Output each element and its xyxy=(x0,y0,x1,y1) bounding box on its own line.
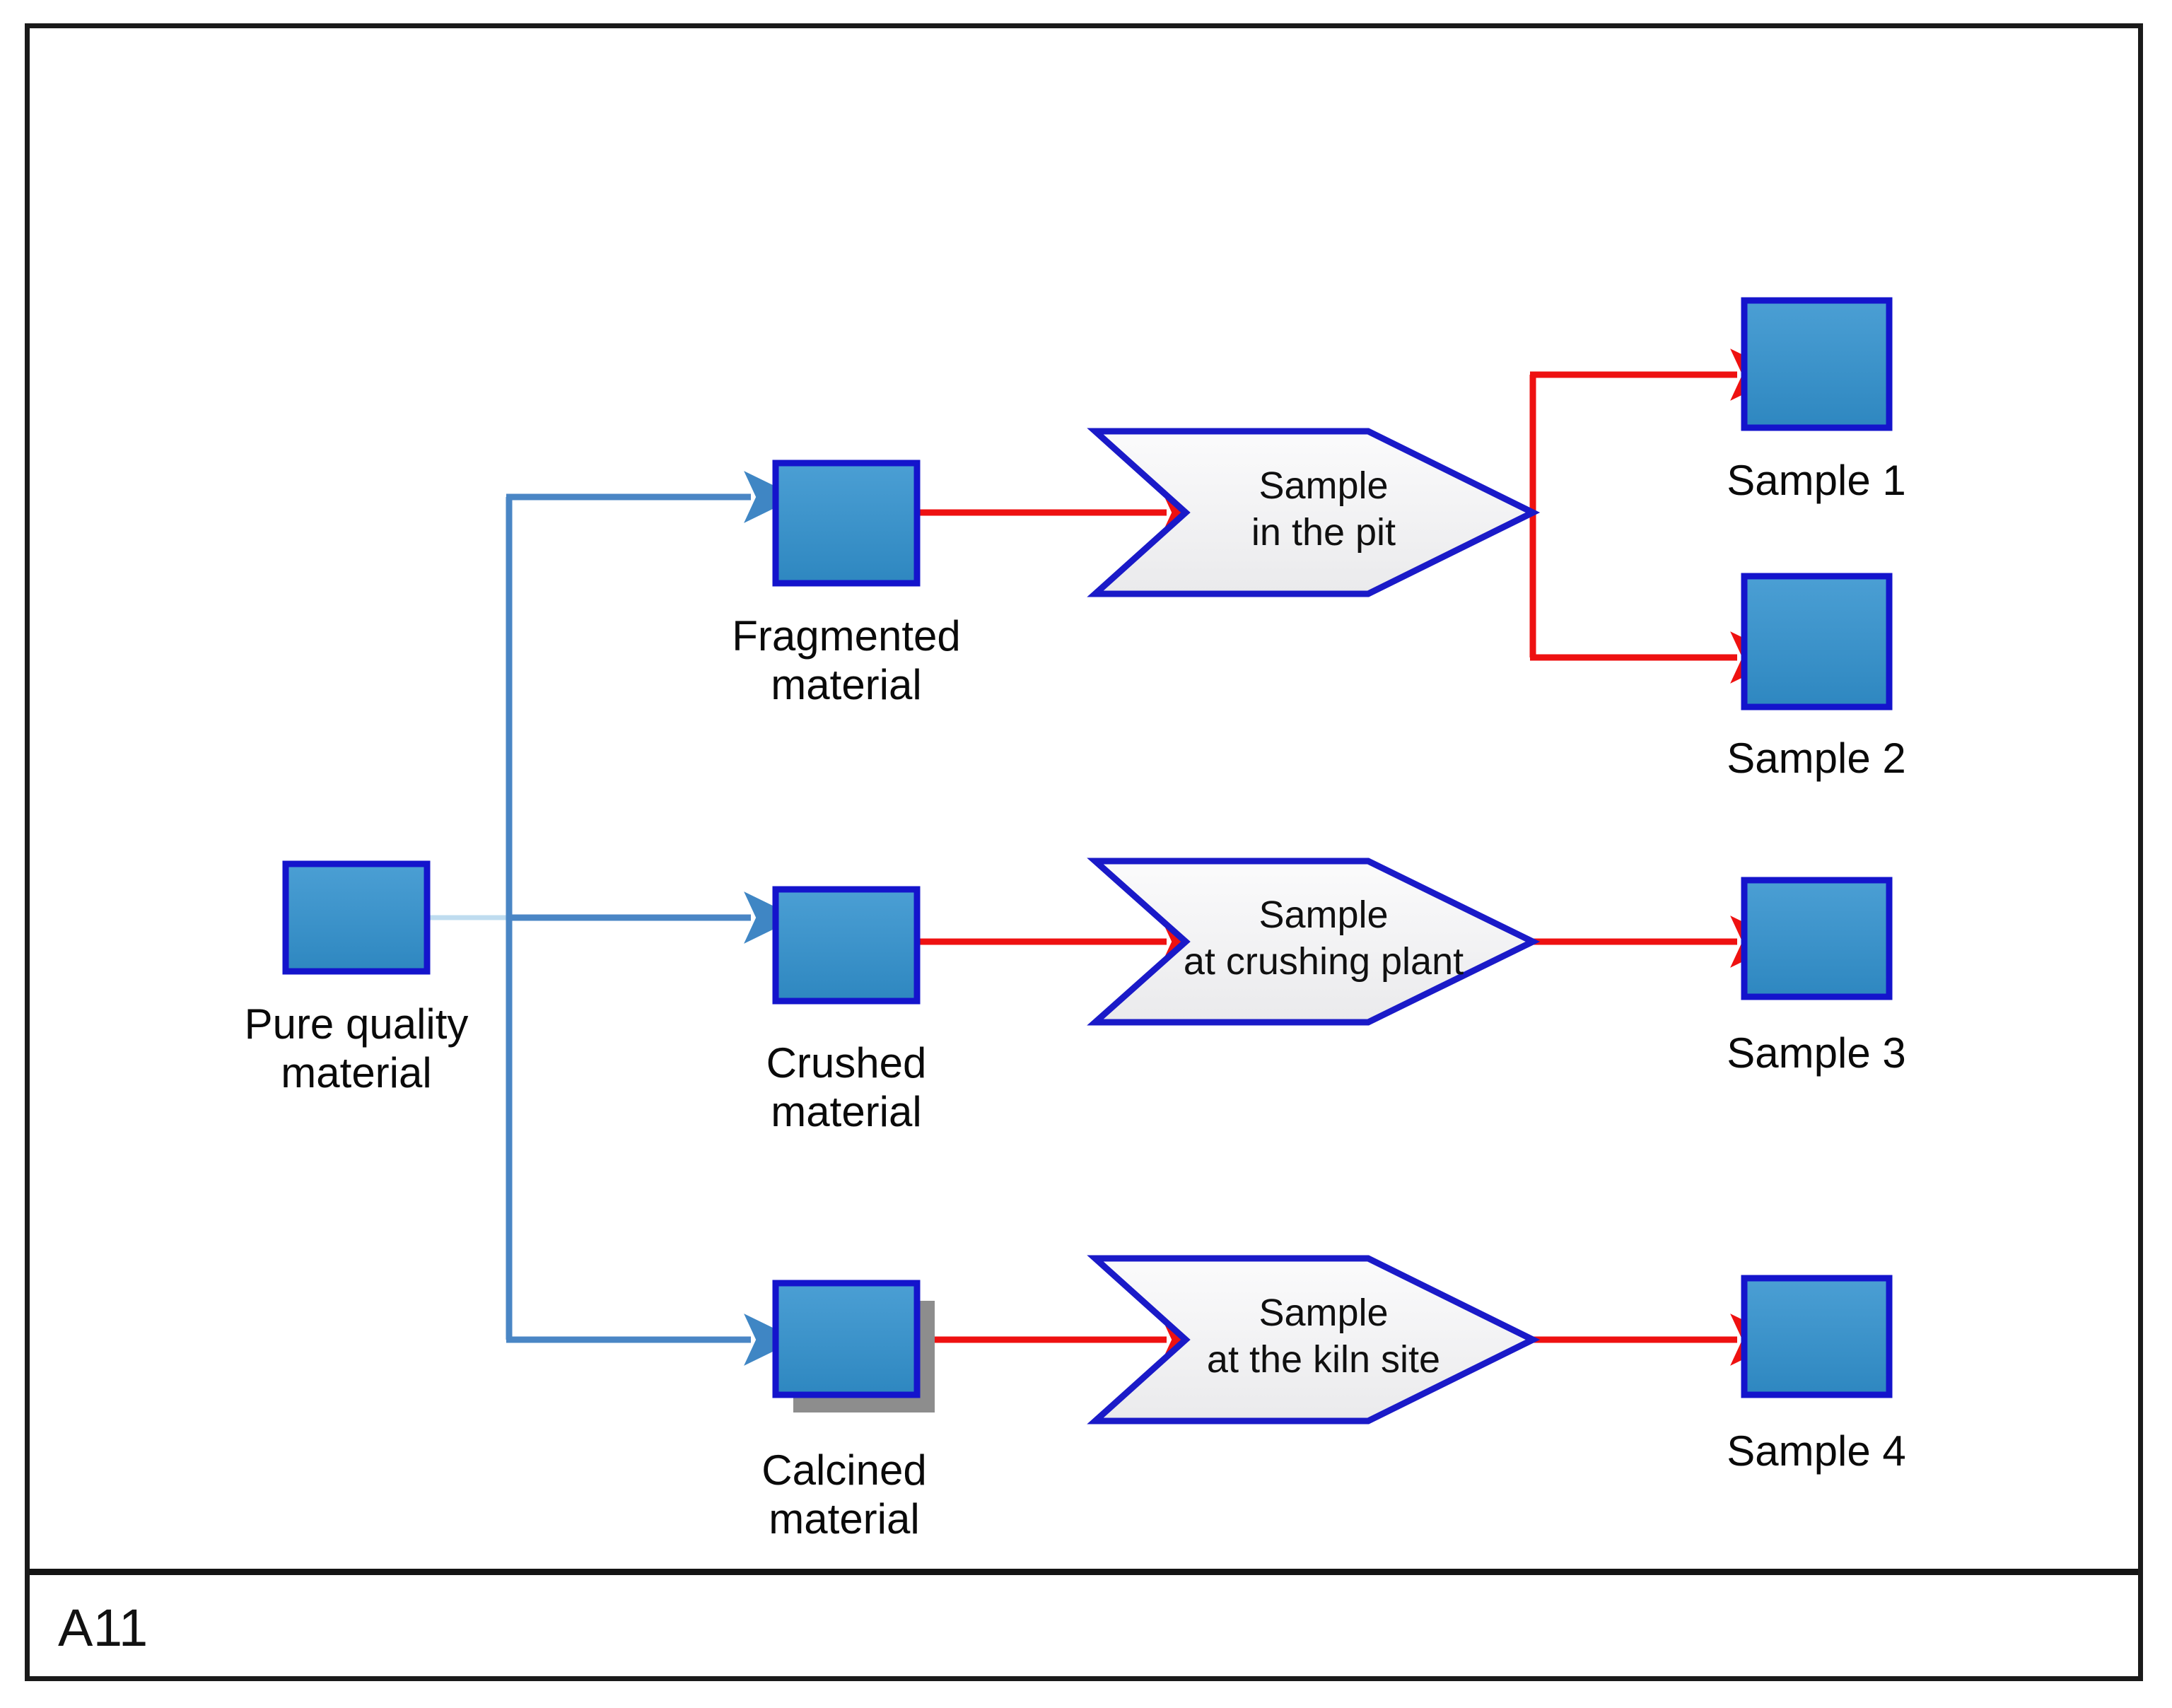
node-crushed-material[interactable]: Crushed material xyxy=(766,886,927,1135)
sample-at-the-kiln-site-chevron[interactable] xyxy=(1087,1255,1541,1425)
fragmented-material-label-line1: Fragmented xyxy=(732,612,961,660)
flowchart-svg: Pure quality material Fragmented materia… xyxy=(245,297,1906,1543)
process-sample-at-the-kiln-site[interactable]: Sample at the kiln site xyxy=(1087,1255,1541,1425)
sample-at-crushing-plant-label-line1: Sample xyxy=(1259,894,1388,936)
sample-4-box[interactable] xyxy=(1741,1275,1893,1398)
figure-id-label: A11 xyxy=(58,1598,148,1657)
sample-2-label: Sample 2 xyxy=(1727,735,1905,782)
sample-at-crushing-plant-chevron[interactable] xyxy=(1087,858,1541,1026)
sample-in-the-pit-chevron[interactable] xyxy=(1087,428,1541,597)
diagram-frame: Pure quality material Fragmented materia… xyxy=(25,23,2143,1681)
node-sample-1[interactable]: Sample 1 xyxy=(1727,297,1906,504)
sample-in-the-pit-label-line2: in the pit xyxy=(1251,511,1396,554)
sample-3-label: Sample 3 xyxy=(1727,1029,1905,1077)
node-calcined-material[interactable]: Calcined material xyxy=(761,1280,935,1543)
figure-footer-bar: A11 xyxy=(30,1569,2138,1676)
process-sample-in-the-pit[interactable]: Sample in the pit xyxy=(1087,428,1541,597)
sample-2-box[interactable] xyxy=(1741,573,1893,710)
node-sample-3[interactable]: Sample 3 xyxy=(1727,877,1906,1077)
calcined-material-box[interactable] xyxy=(772,1280,921,1398)
sample-in-the-pit-label-line1: Sample xyxy=(1259,464,1388,507)
calcined-material-label-line1: Calcined xyxy=(761,1446,926,1494)
sample-3-box[interactable] xyxy=(1741,877,1893,1000)
fragmented-material-label-line2: material xyxy=(771,661,921,708)
sample-at-crushing-plant-label-line2: at crushing plant xyxy=(1184,940,1464,983)
pure-quality-material-box[interactable] xyxy=(282,860,431,975)
sample-1-label: Sample 1 xyxy=(1727,457,1905,504)
crushed-material-box[interactable] xyxy=(772,886,921,1005)
pure-quality-material-label-line2: material xyxy=(281,1049,431,1096)
calcined-material-label-line2: material xyxy=(769,1495,919,1543)
node-sample-2[interactable]: Sample 2 xyxy=(1727,573,1906,782)
red-connector-group xyxy=(917,349,1784,1366)
node-pure-quality-material[interactable]: Pure quality material xyxy=(245,860,469,1096)
sample-4-label: Sample 4 xyxy=(1727,1427,1905,1475)
sample-at-the-kiln-site-label-line1: Sample xyxy=(1259,1292,1388,1334)
crushed-material-label-line2: material xyxy=(771,1088,921,1135)
crushed-material-label-line1: Crushed xyxy=(766,1039,927,1087)
blue-connector-group xyxy=(428,471,798,1366)
diagram-canvas: Pure quality material Fragmented materia… xyxy=(30,28,2138,1569)
node-fragmented-material[interactable]: Fragmented material xyxy=(732,460,961,708)
process-sample-at-crushing-plant[interactable]: Sample at crushing plant xyxy=(1087,858,1541,1026)
node-sample-4[interactable]: Sample 4 xyxy=(1727,1275,1906,1475)
pure-quality-material-label-line1: Pure quality xyxy=(245,1000,469,1048)
sample-1-box[interactable] xyxy=(1741,297,1893,431)
sample-at-the-kiln-site-label-line2: at the kiln site xyxy=(1207,1338,1440,1381)
fragmented-material-box[interactable] xyxy=(772,460,921,587)
